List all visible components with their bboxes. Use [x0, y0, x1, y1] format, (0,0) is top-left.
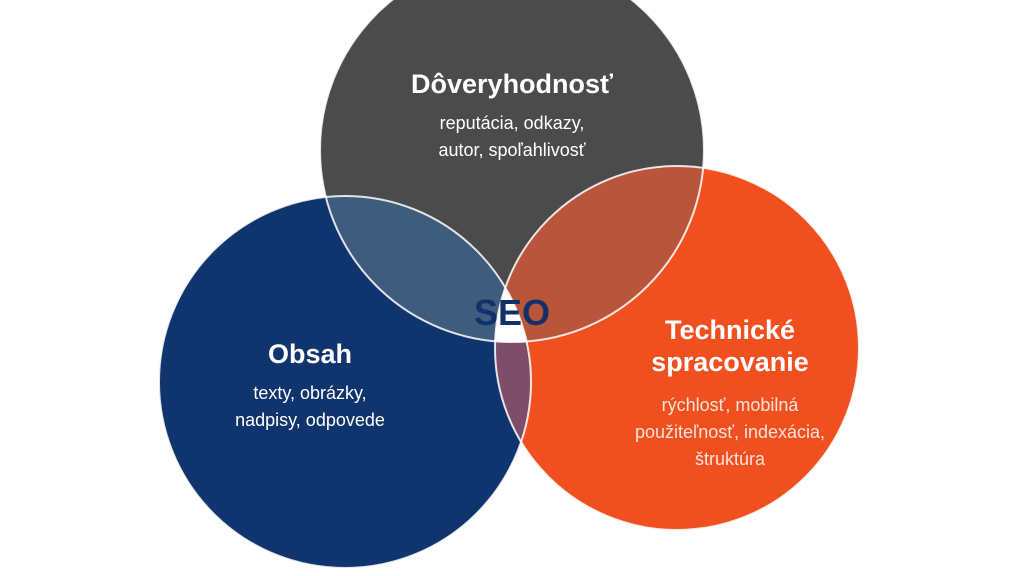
content-label-group: Obsah texty, obrázky, nadpisy, odpovede — [160, 338, 460, 434]
center-label: SEO — [473, 292, 551, 333]
content-subtitle-line-1: texty, obrázky, — [253, 383, 367, 403]
center-label-group: SEO — [452, 293, 572, 333]
circle-outlines — [158, 0, 860, 569]
trust-technical-overlap — [495, 166, 704, 342]
content-title: Obsah — [267, 339, 353, 369]
technical-title-line-2: spracovanie — [651, 347, 809, 377]
trust-subtitle-line-2: autor, spoľahlivosť — [438, 140, 586, 160]
technical-subtitle-line-1: rýchlosť, mobilná — [661, 395, 799, 415]
trust-label-group: Dôveryhodnosť reputácia, odkazy, autor, … — [362, 68, 662, 164]
trust-title: Dôveryhodnosť — [411, 69, 613, 99]
content-subtitle-line-2: nadpisy, odpovede — [235, 410, 385, 430]
technical-title-line-1: Technické — [664, 315, 796, 345]
trust-content-overlap — [320, 196, 531, 342]
trust-subtitle-line-1: reputácia, odkazy, — [439, 113, 585, 133]
technical-label-group: Technické spracovanie rýchlosť, mobilná … — [580, 314, 880, 473]
technical-subtitle-line-3: štruktúra — [694, 449, 766, 469]
technical-subtitle-line-2: použiteľnosť, indexácia, — [634, 422, 826, 442]
